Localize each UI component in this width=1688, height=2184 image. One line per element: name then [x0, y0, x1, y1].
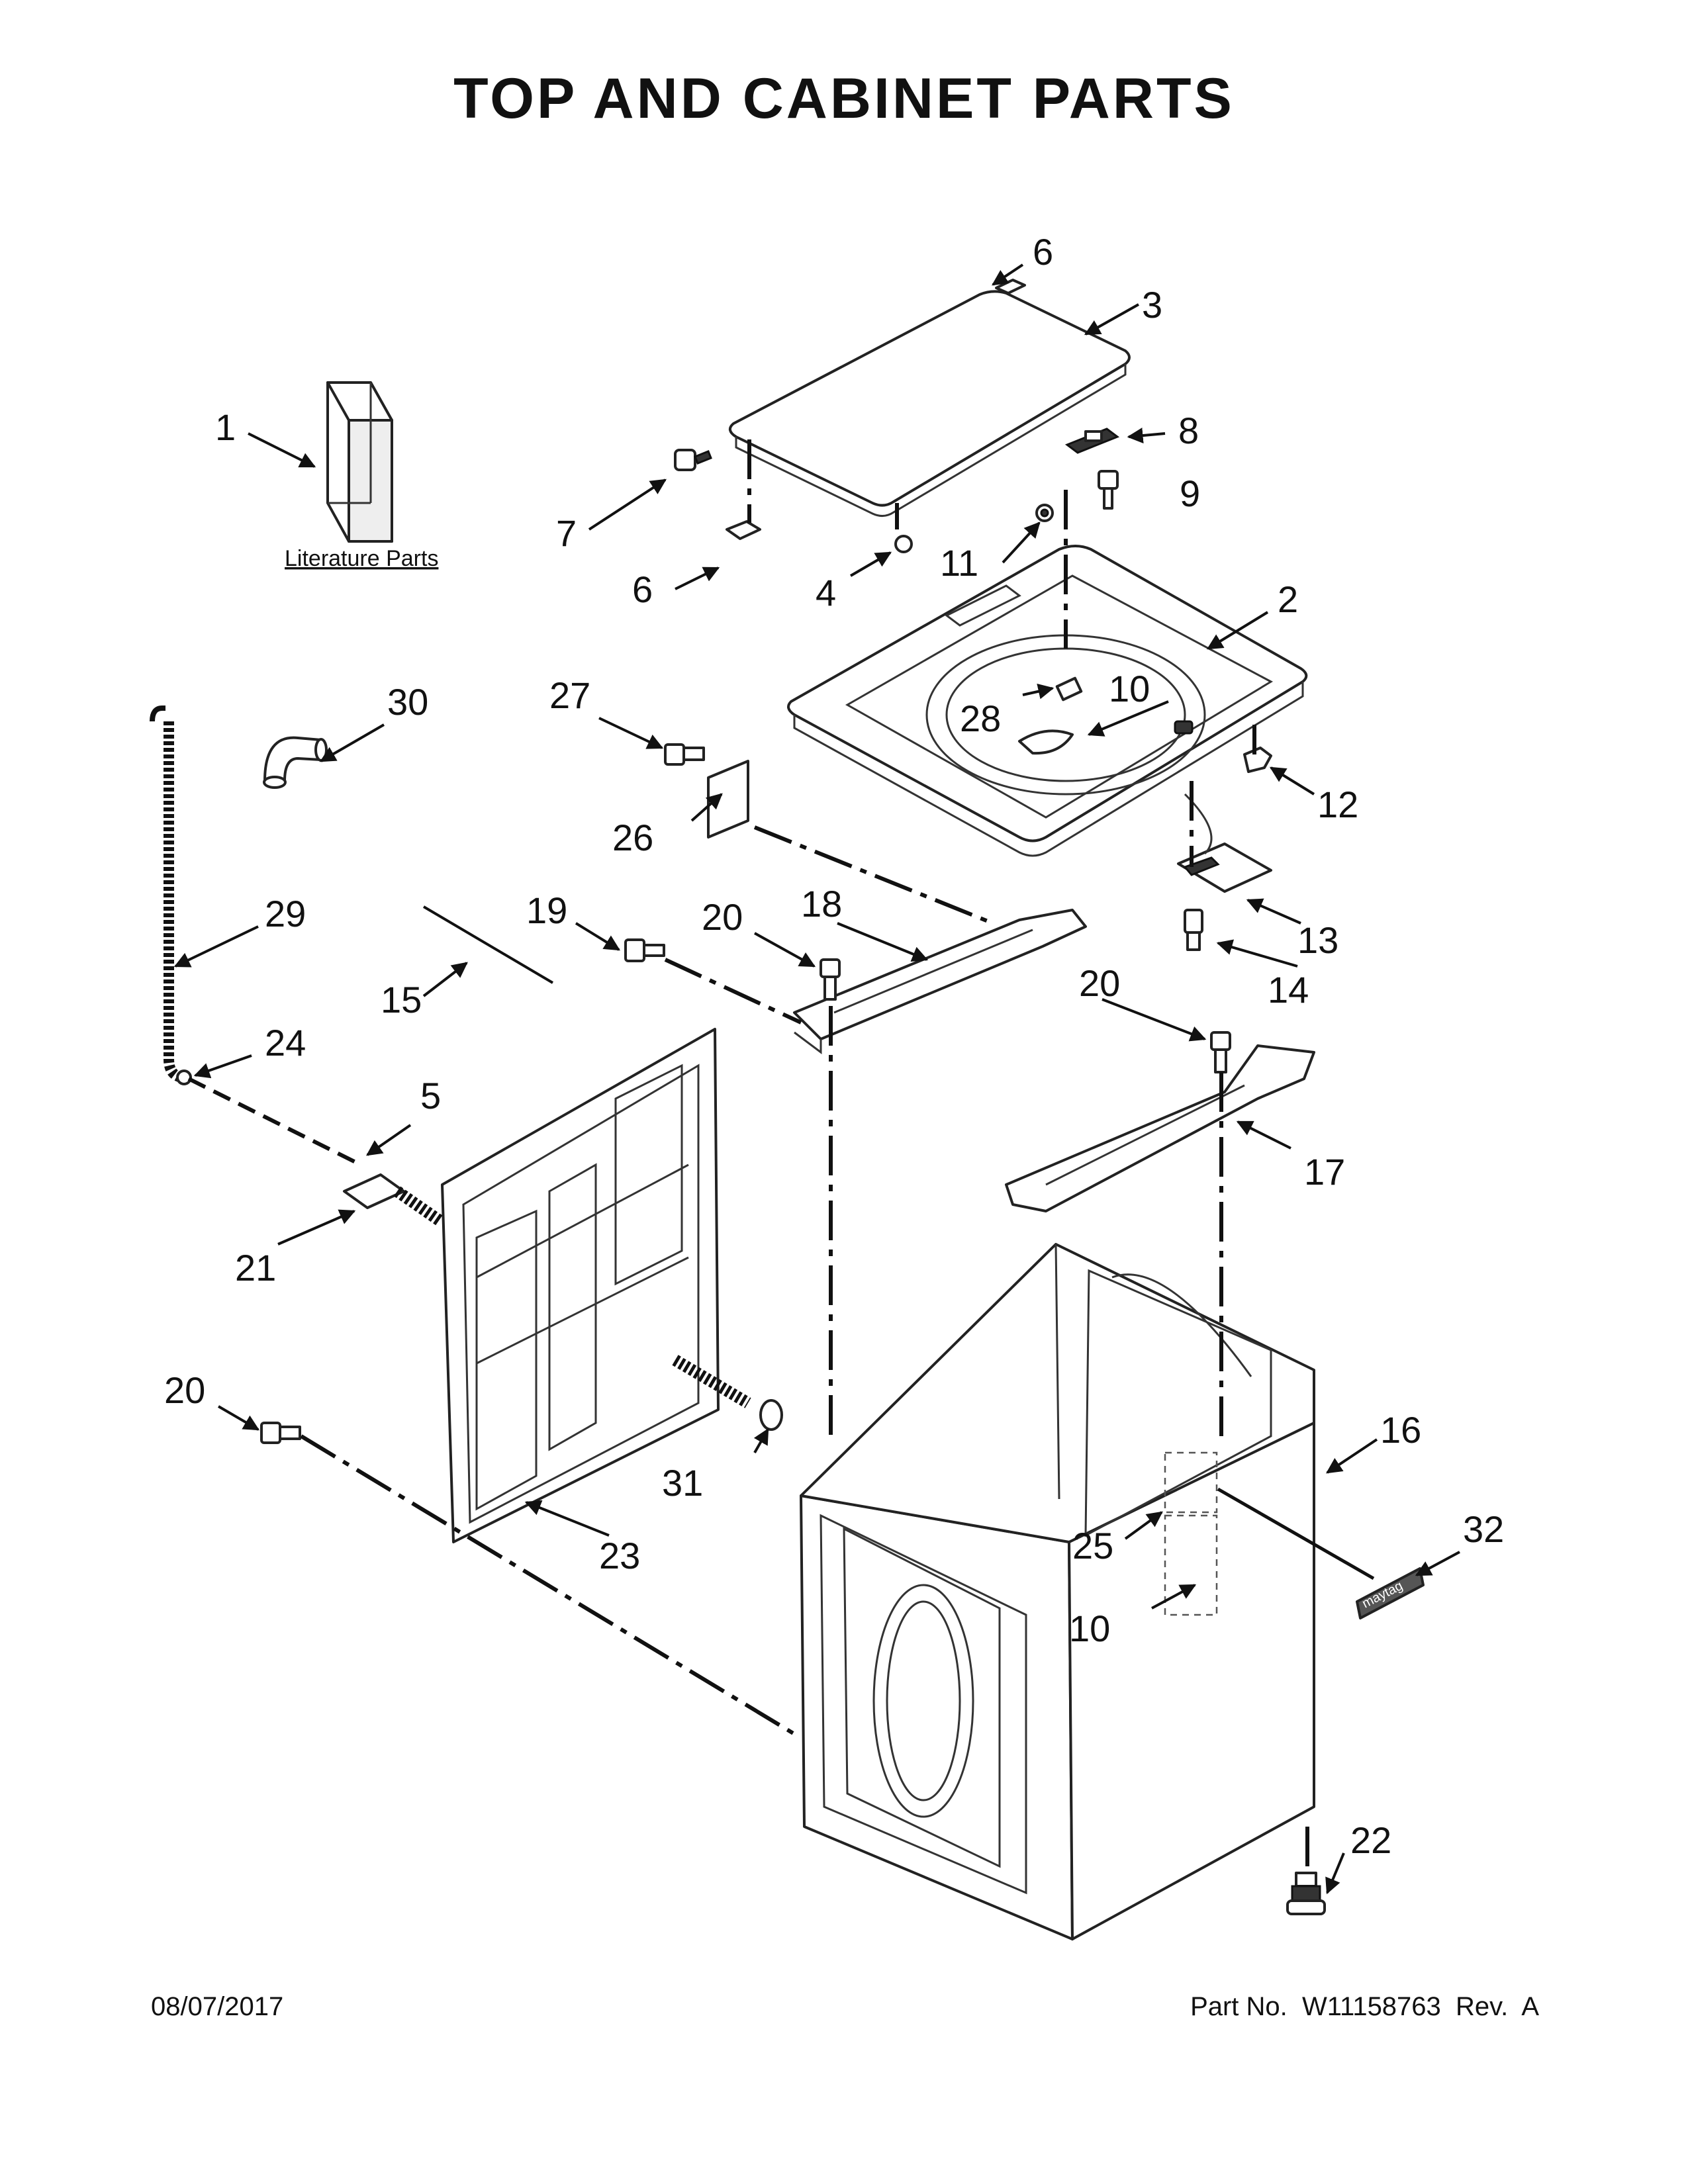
rear-panel-bracket — [707, 760, 749, 839]
footer-part-number: Part No. W11158763 Rev. A — [1190, 1992, 1539, 2021]
switch-screw — [1098, 470, 1119, 510]
tie-strap — [422, 905, 554, 984]
callout-32: 32 — [1463, 1508, 1504, 1550]
callout-27: 27 — [549, 674, 590, 716]
pump-hose-clamp — [672, 1355, 783, 1431]
callout-7: 7 — [556, 512, 577, 554]
cabinet — [800, 1243, 1315, 1940]
bracket-screw — [664, 743, 705, 766]
board-screw — [1184, 909, 1203, 951]
callout-20-a: 19 — [526, 889, 567, 931]
callout-10: 10 — [1109, 668, 1150, 709]
callout-19: 18 — [801, 883, 842, 925]
drain-hose-elbow — [263, 736, 328, 789]
callout-1: 1 — [215, 406, 236, 448]
callout-2: 2 — [1278, 578, 1298, 620]
footer-date: 08/07/2017 — [151, 1992, 284, 2021]
page-title: TOP AND CABINET PARTS — [453, 67, 1235, 130]
wire-clip — [1035, 504, 1054, 522]
screw-rear-brace — [1210, 1031, 1231, 1073]
lid — [728, 290, 1131, 517]
rear-panel — [441, 1028, 720, 1543]
washer-top-panel — [787, 545, 1308, 857]
screw-front-brace — [820, 958, 841, 1001]
callout-5: 5 — [420, 1075, 441, 1116]
rear-brace — [1005, 1044, 1315, 1212]
wire-harness-clip — [1243, 747, 1272, 773]
lid-bumper — [894, 535, 913, 553]
callout-11b: 10 — [1069, 1608, 1110, 1649]
callout-4: 4 — [816, 572, 836, 614]
callout-14: 13 — [1297, 919, 1338, 961]
callout-12: 11 — [940, 542, 978, 584]
callout-24: 24 — [265, 1022, 306, 1064]
callout-20-b: 20 — [702, 896, 743, 938]
callout-31: 31 — [662, 1462, 703, 1504]
front-brace — [793, 909, 1087, 1054]
callout-29: 29 — [265, 893, 306, 934]
callout-20-d: 20 — [164, 1369, 205, 1411]
cabinet-labels — [1164, 1451, 1218, 1616]
callout-9: 9 — [1180, 473, 1200, 514]
literature-parts-booklet — [326, 381, 393, 543]
callout-28: 28 — [960, 698, 1001, 739]
water-inlet-valve — [343, 1173, 444, 1226]
drain-hose — [150, 705, 192, 1085]
screw-cabinet — [260, 1422, 301, 1444]
callout-6-top: 6 — [1033, 231, 1053, 273]
callout-3: 3 — [1142, 284, 1162, 326]
hinge-clip — [726, 520, 761, 540]
callout-17: 16 — [1380, 1409, 1421, 1451]
leader-lines — [173, 263, 1460, 1895]
assembly-lines — [187, 439, 1375, 1866]
callout-23: 23 — [599, 1535, 640, 1576]
leveling-leg — [1286, 1872, 1326, 1915]
callout-8: 8 — [1178, 410, 1199, 451]
callout-20-c: 20 — [1079, 962, 1120, 1004]
callout-26: 26 — [612, 817, 653, 858]
callout-numbers: 1 2 3 4 5 6 6 7 8 10 9 10 10 11 12 13 14… — [164, 231, 1504, 1861]
callout-13: 12 — [1317, 784, 1358, 825]
callout-6-left: 6 — [632, 569, 653, 610]
lid-switch — [1064, 428, 1120, 454]
callout-21: 21 — [235, 1247, 276, 1289]
callout-25: 25 — [1072, 1525, 1113, 1567]
nameplate: maytag — [1356, 1567, 1425, 1619]
callout-16: 15 — [381, 979, 422, 1021]
screw-rear — [624, 938, 665, 962]
hinge-clip-top — [995, 279, 1026, 295]
callout-22: 22 — [1350, 1819, 1391, 1861]
lid-hinge-pin-screw — [674, 449, 712, 471]
literature-parts-label: Literature Parts — [285, 546, 438, 571]
callout-30: 30 — [387, 681, 428, 723]
callout-18: 17 — [1304, 1151, 1345, 1193]
console-control-board — [1177, 793, 1272, 893]
callout-15: 14 — [1268, 969, 1309, 1011]
